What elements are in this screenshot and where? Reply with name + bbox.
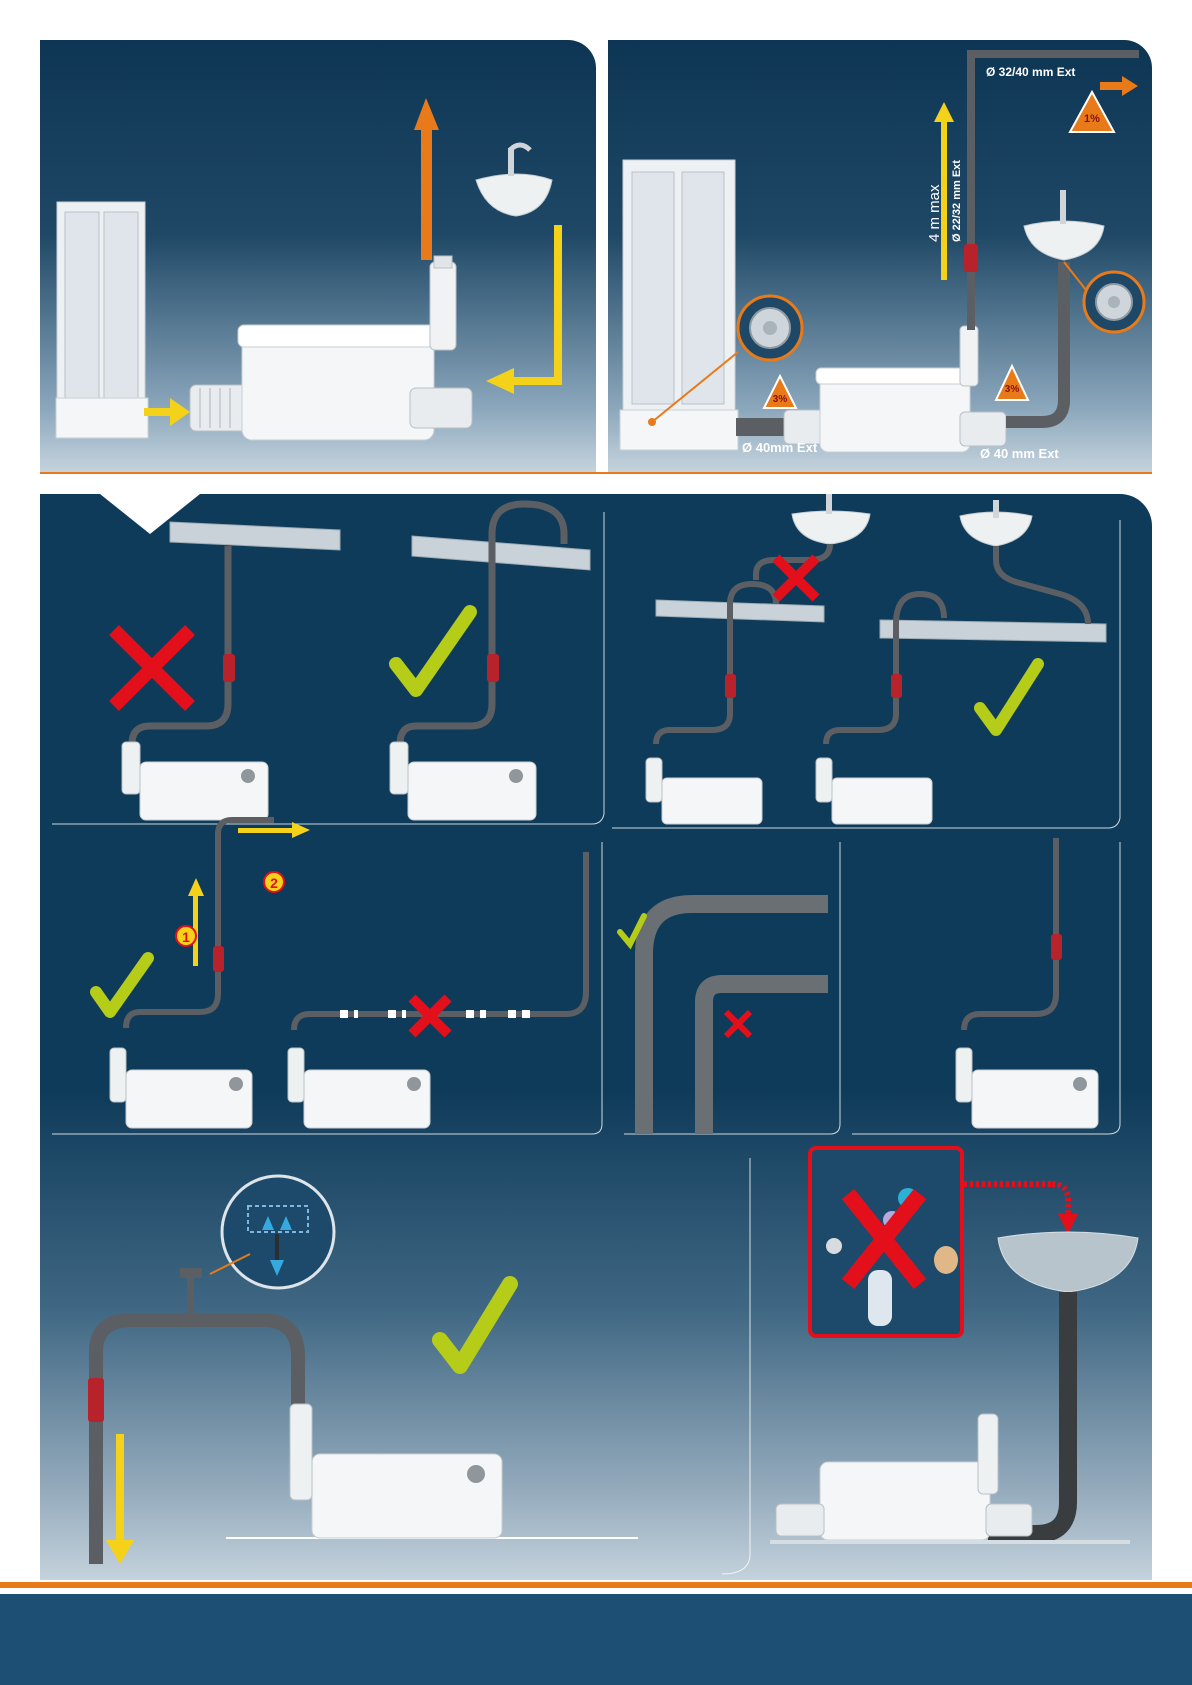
discharge-arrow-icon bbox=[414, 98, 439, 260]
check-valve-icon bbox=[88, 1378, 104, 1422]
basin-drain-arrow-icon bbox=[486, 225, 562, 394]
dimensions-panel: 3% 3% 1% bbox=[608, 40, 1152, 472]
footer-orange-stripe bbox=[0, 1582, 1192, 1588]
check-mark-icon bbox=[440, 1284, 510, 1366]
macerator-pump-icon bbox=[816, 326, 978, 452]
cross-mark-icon bbox=[726, 1012, 750, 1036]
inlet-arrow-icon bbox=[144, 398, 190, 426]
vertical-riser-diagram bbox=[956, 838, 1098, 1128]
shower-cabinet-icon bbox=[56, 202, 148, 438]
shower-inlet-pipe bbox=[736, 418, 788, 436]
installation-overview-panel bbox=[40, 40, 596, 472]
check-mark-icon bbox=[396, 612, 470, 690]
dimensions-illustration: 3% 3% 1% bbox=[608, 40, 1152, 472]
installation-rules-panel: 1 2 bbox=[40, 494, 1152, 1580]
check-mark-icon bbox=[980, 664, 1038, 730]
cross-mark-icon bbox=[776, 558, 816, 598]
wrong-routing-diagram bbox=[114, 522, 340, 820]
air-vent-diagram bbox=[88, 1176, 638, 1564]
outlet-arrow-icon bbox=[1100, 76, 1138, 96]
warning-triangle-icon: 1% bbox=[1070, 92, 1114, 132]
warning-triangle-icon: 3% bbox=[764, 376, 796, 408]
top-separator-line bbox=[40, 472, 1152, 474]
svg-text:1%: 1% bbox=[1084, 113, 1100, 125]
washbasin-icon bbox=[1024, 190, 1104, 260]
installation-overview-illustration bbox=[40, 40, 596, 472]
riser-max-label: 4 m max bbox=[926, 184, 943, 242]
basin-inlet-label: Ø 40 mm Ext bbox=[980, 446, 1059, 461]
drain-filter-icon bbox=[738, 296, 802, 360]
washbasin-icon bbox=[476, 145, 552, 216]
washbasin-routing-diagram bbox=[646, 494, 1106, 824]
no-foreign-objects-diagram bbox=[770, 1148, 1138, 1542]
footer-bar bbox=[0, 1594, 1192, 1685]
installation-rules-illustration: 1 2 bbox=[40, 494, 1152, 1580]
check-mark-icon bbox=[96, 958, 148, 1012]
warning-triangle-icon: 3% bbox=[996, 366, 1028, 400]
svg-text:3%: 3% bbox=[773, 394, 788, 405]
macerator-pump-icon bbox=[390, 742, 536, 820]
check-valve-icon bbox=[964, 244, 978, 272]
correct-loop-diagram bbox=[390, 504, 590, 820]
basin-inlet-connector bbox=[410, 388, 472, 428]
rise-then-horizontal-diagram: 1 2 bbox=[96, 820, 586, 1128]
air-vent-icon bbox=[222, 1176, 334, 1288]
svg-text:3%: 3% bbox=[1005, 384, 1020, 395]
outlet-diameter-label: Ø 32/40 mm Ext bbox=[986, 65, 1075, 79]
shower-cabinet-icon bbox=[620, 160, 738, 450]
svg-text:1: 1 bbox=[182, 929, 190, 945]
macerator-pump-icon bbox=[122, 742, 268, 820]
cross-mark-icon bbox=[114, 630, 190, 706]
riser-diameter-label: Ø 22/32 mm Ext bbox=[951, 160, 963, 242]
elbow-fittings-diagram bbox=[620, 904, 828, 1134]
svg-text:2: 2 bbox=[270, 875, 278, 891]
drain-filter-icon bbox=[1084, 272, 1144, 332]
shower-inlet-label: Ø 40mm Ext bbox=[742, 440, 817, 455]
